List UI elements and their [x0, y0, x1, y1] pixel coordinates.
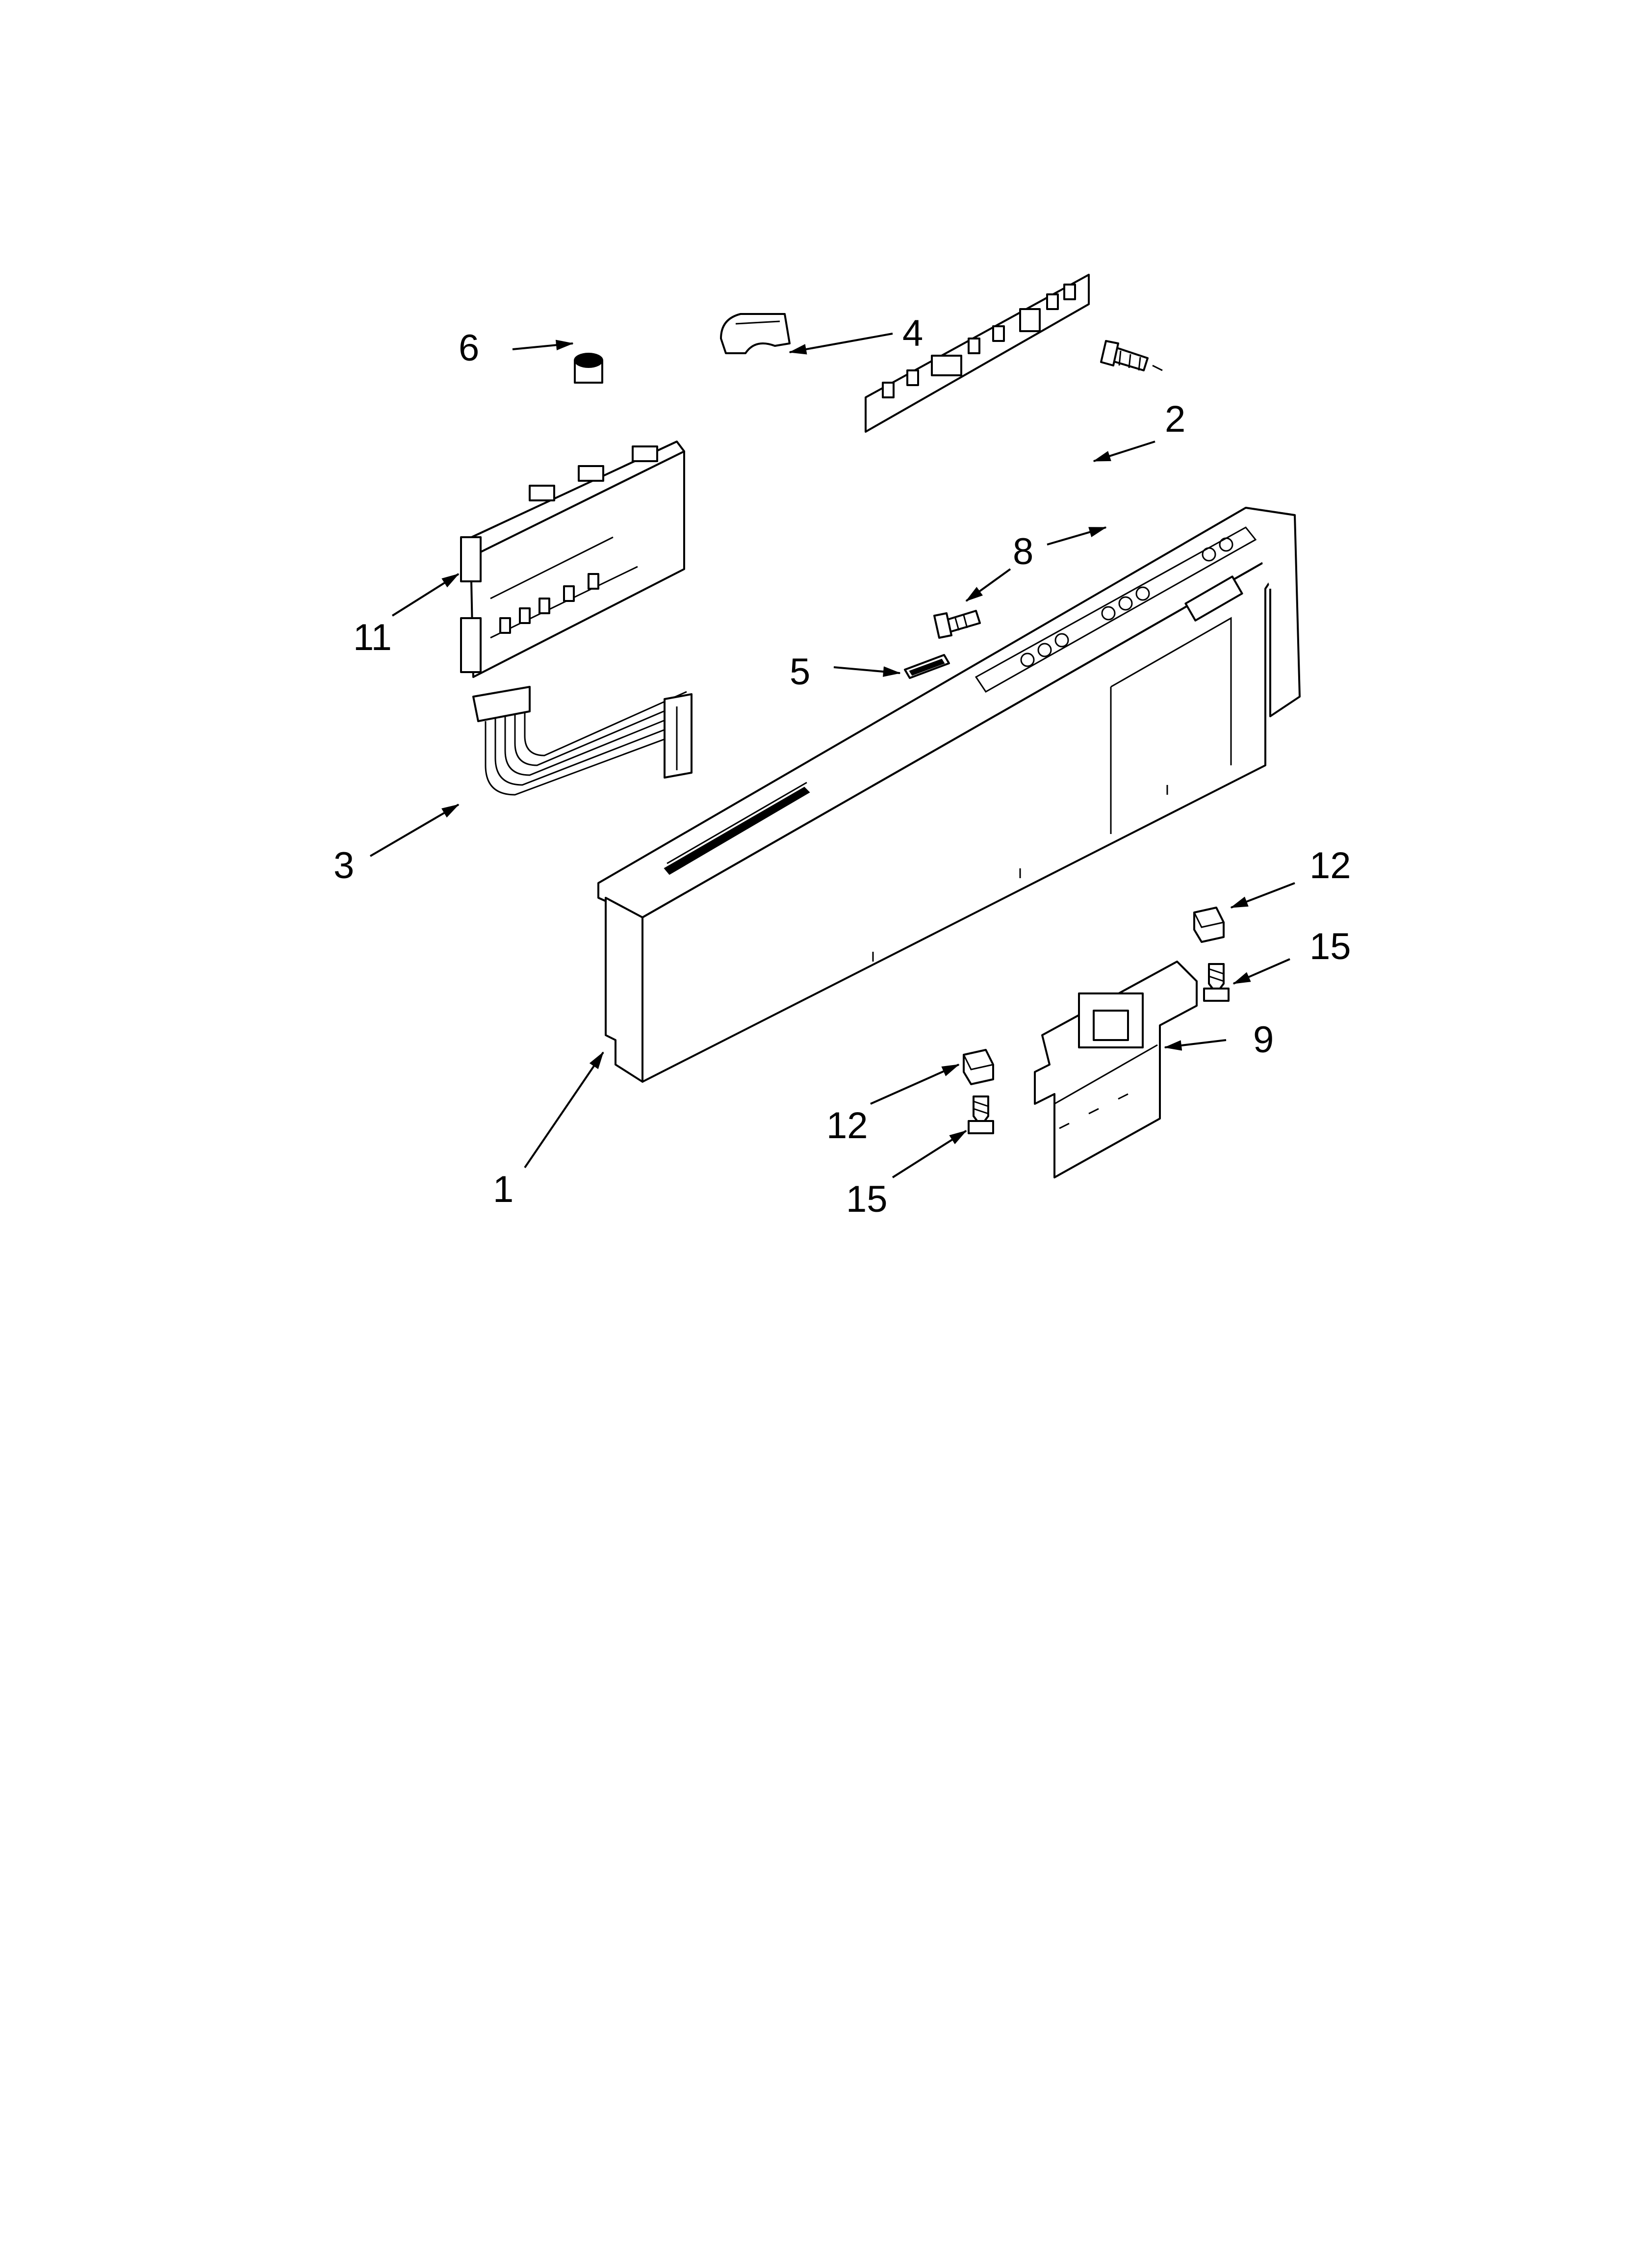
leader-arrow-8a — [1047, 526, 1107, 546]
leader-arrow-1 — [524, 1051, 604, 1169]
callout-6: 6 — [459, 327, 479, 369]
part-8-screw-lower — [933, 610, 981, 639]
part-11-control-board — [460, 441, 685, 678]
leader-arrow-15a — [1232, 958, 1290, 985]
callout-9: 9 — [1253, 1019, 1274, 1061]
callout-15a: 15 — [1309, 926, 1351, 967]
part-3-ribbon-cable — [472, 686, 693, 796]
callout-12b: 12 — [826, 1105, 868, 1147]
part-1-control-panel — [597, 507, 1301, 1083]
part-5-badge — [904, 654, 950, 679]
leader-arrow-2 — [1093, 441, 1155, 462]
leader-arrow-3 — [369, 804, 460, 857]
callout-4: 4 — [902, 313, 923, 354]
part-6-knob — [574, 353, 603, 384]
leader-arrow-9 — [1164, 1039, 1227, 1051]
callout-5: 5 — [790, 651, 810, 693]
leader-arrow-12b — [870, 1064, 960, 1105]
part-2-button-board — [865, 274, 1090, 433]
leader-arrow-8b — [965, 568, 1011, 602]
callout-8: 8 — [1013, 531, 1033, 573]
part-9-bracket — [1034, 961, 1198, 1178]
leader-arrows — [369, 333, 1295, 1178]
callout-2: 2 — [1165, 398, 1185, 440]
callout-1: 1 — [493, 1169, 513, 1210]
callout-12a: 12 — [1309, 845, 1351, 886]
part-8-screw-upper — [1100, 340, 1163, 371]
leader-arrow-15b — [892, 1130, 967, 1178]
part-12-clip-lower — [963, 1049, 994, 1085]
leader-arrow-12a — [1230, 882, 1295, 909]
part-15-screw-lower — [968, 1095, 994, 1134]
leader-arrow-4 — [789, 333, 893, 355]
leader-arrow-6 — [512, 339, 574, 351]
leader-arrow-11 — [391, 573, 460, 617]
leader-arrow-5 — [833, 666, 901, 677]
part-15-screw-upper — [1203, 963, 1230, 1002]
part-4-clip — [720, 313, 791, 354]
callout-15b: 15 — [846, 1178, 888, 1220]
callout-11: 11 — [353, 617, 392, 658]
part-12-clip-upper — [1193, 907, 1225, 943]
vent-slots — [664, 782, 810, 875]
callout-labels: 1 2 3 4 5 6 8 9 11 12 12 15 15 — [334, 313, 1351, 1220]
callout-3: 3 — [334, 845, 354, 886]
